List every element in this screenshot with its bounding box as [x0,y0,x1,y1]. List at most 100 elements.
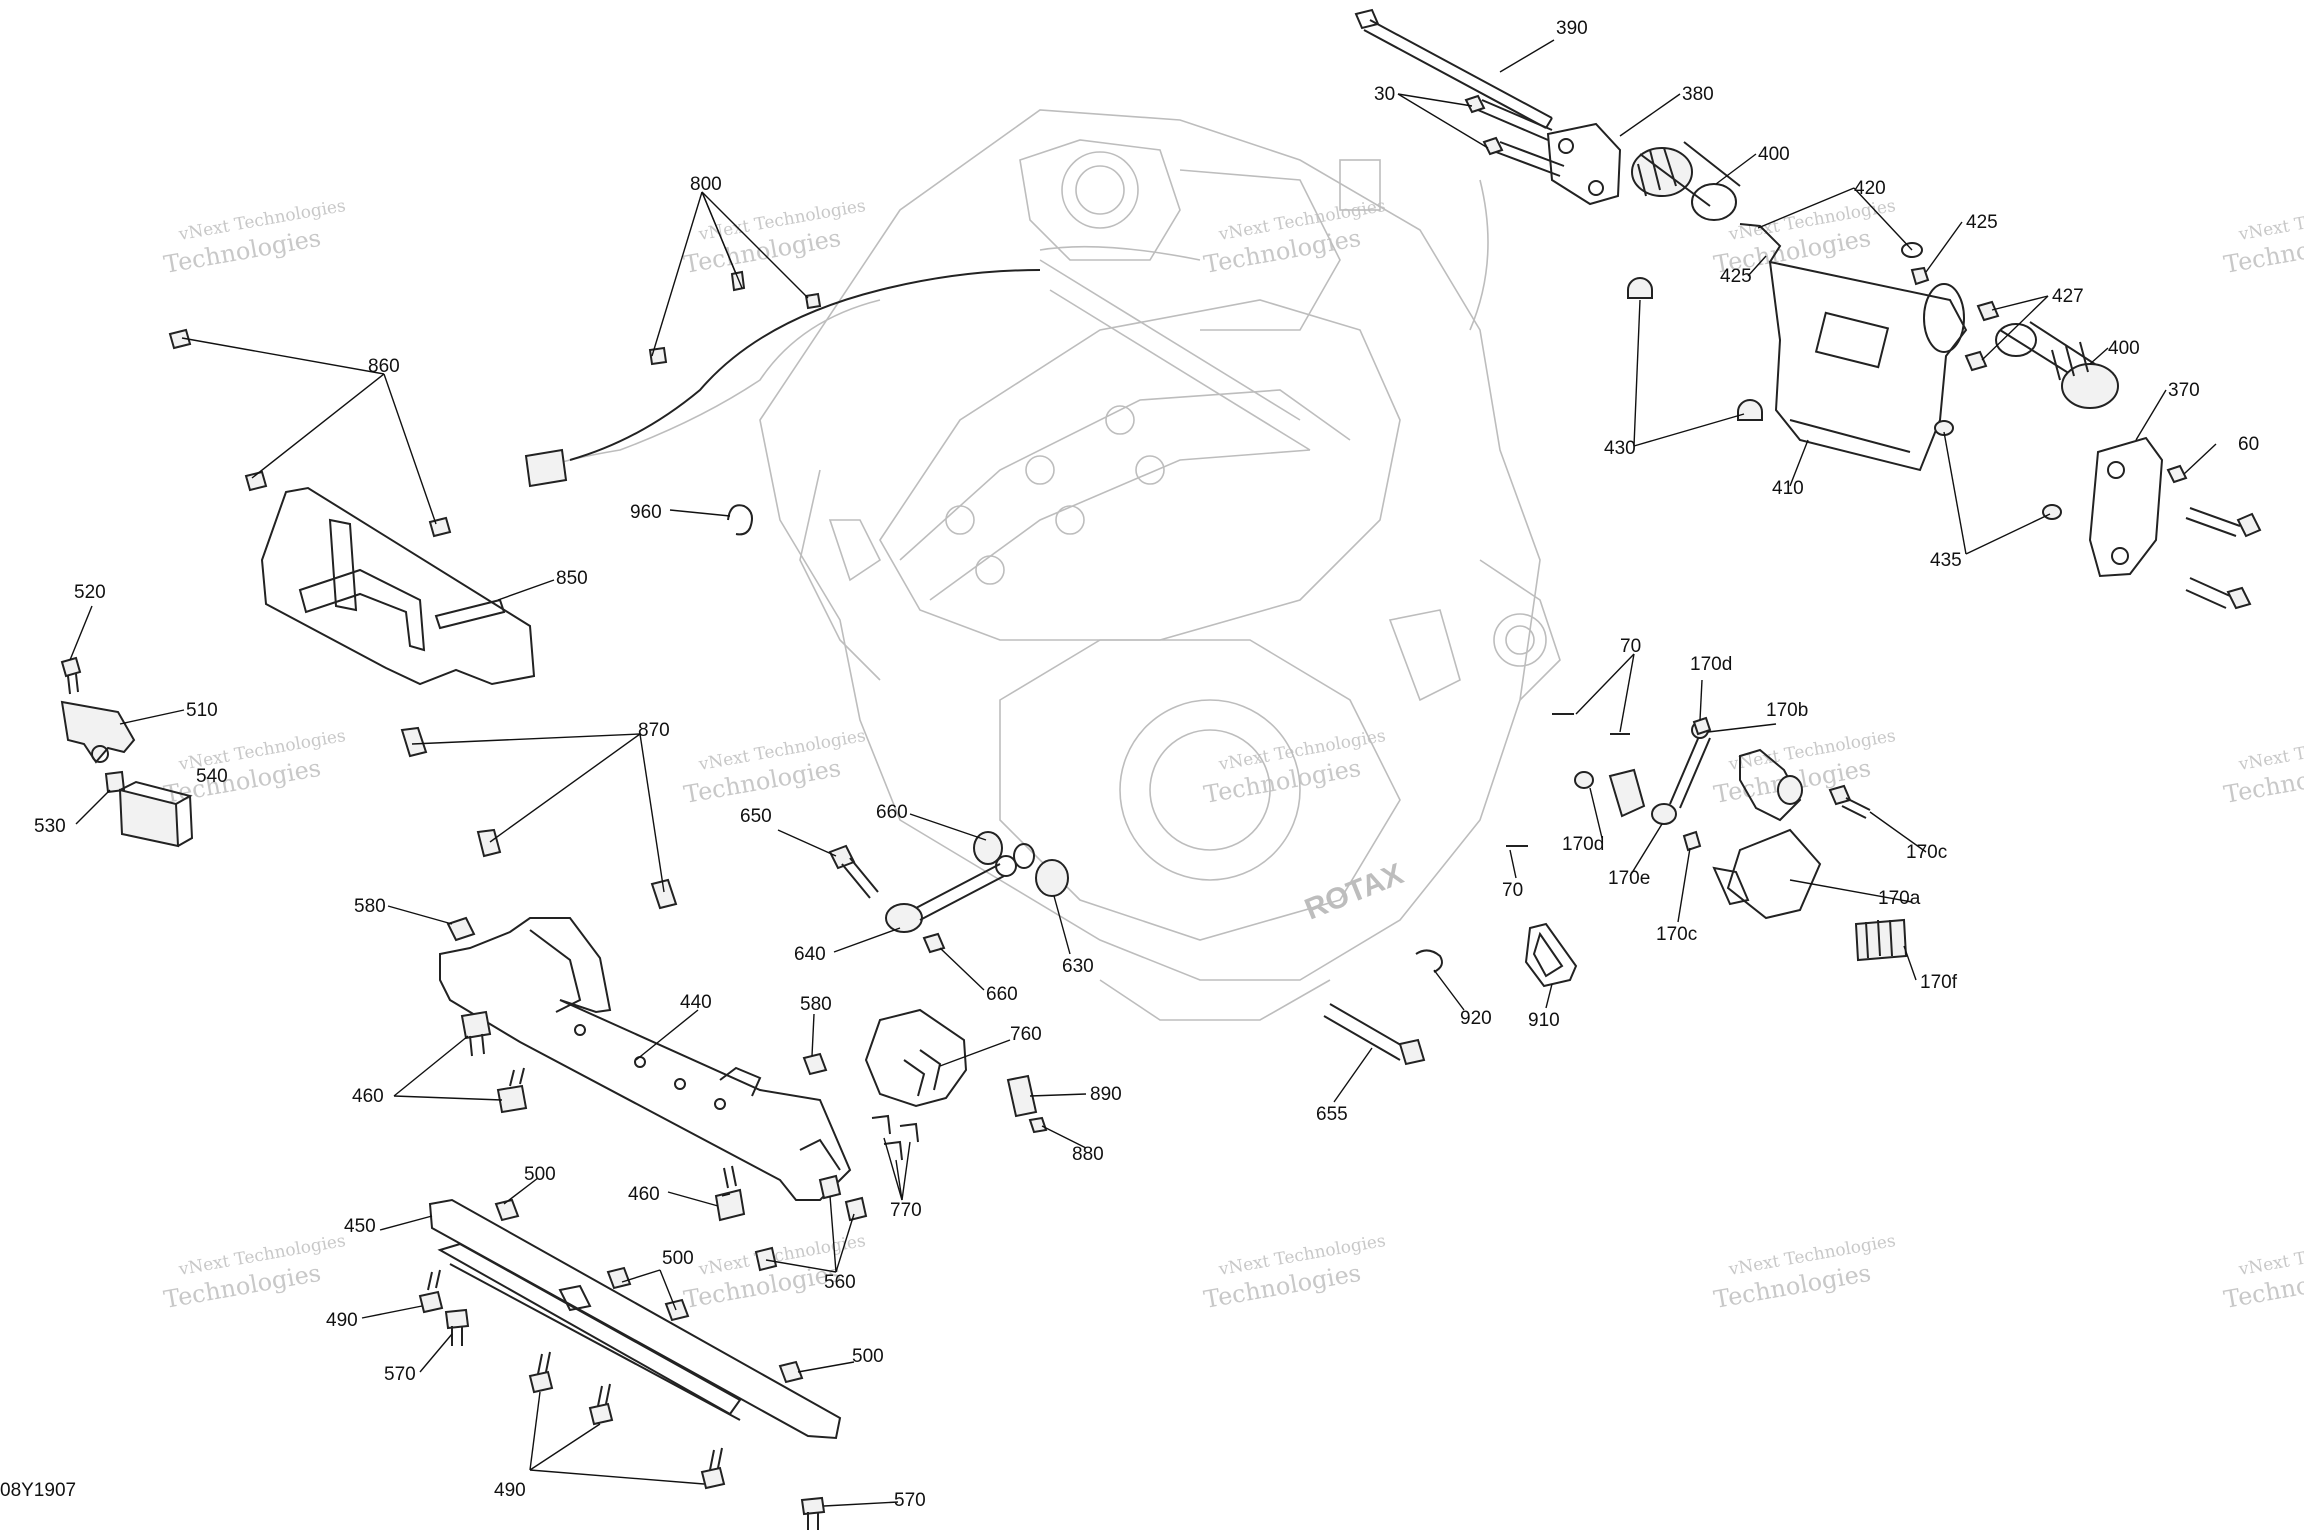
part-shift-linkage-170 [1574,716,1908,962]
part-bolt-655 [1323,1003,1426,1066]
callout-760: 760 [1010,1024,1042,1045]
callout-430: 430 [1604,438,1636,459]
part-bolts-460-left [460,1010,528,1114]
part-bolt-460-right [714,1165,746,1222]
part-crossmember-440 [439,917,852,1201]
diagram-code: 08Y1907 [0,1480,76,1501]
watermark: vNext Technologies Technologies [2222,196,2304,279]
callout-435: 435 [1930,550,1962,571]
callout-960: 960 [630,502,662,523]
callout-800: 800 [690,174,722,195]
callout-427: 427 [2052,286,2084,307]
callout-60: 60 [2238,434,2259,455]
callout-640: 640 [794,944,826,965]
callout-560: 560 [824,1272,856,1293]
watermark: vNext Technologies Technologies [162,726,347,809]
watermark: vNext Technologies Technologies [682,726,867,809]
part-nut-580-right [802,1052,828,1076]
part-bolts-560 [754,1174,868,1272]
part-cover-760 [864,1008,968,1108]
part-bushings-660 [922,831,1035,954]
part-clip-960 [727,504,753,536]
part-long-bolt-390 [1354,8,1553,129]
callout-920: 920 [1460,1008,1492,1029]
callout-570: 570 [384,1364,416,1385]
leader-lines [69,39,2217,1507]
part-washer-435 [1934,420,2062,520]
part-bolts-570 [444,1308,826,1530]
part-bracket-380 [1546,122,1622,206]
callout-390: 390 [1556,18,1588,39]
part-bracket-410 [1768,260,1968,472]
part-damper-400-lower [1995,321,2119,409]
part-bushing-630 [1035,859,1069,897]
part-clamp-910 [1524,922,1578,988]
callout-770: 770 [890,1200,922,1221]
part-damper-400-upper [1631,141,1741,221]
callout-910: 910 [1528,1010,1560,1031]
watermark: vNext Technologies Technologies [2222,726,2304,809]
callout-170d: 170d [1690,654,1732,675]
callout-850: 850 [556,568,588,589]
callout-70b: 70 [1502,880,1523,901]
part-cover-420 [1739,223,1923,263]
engine-brand-label: ROTAX [1300,857,1408,926]
callout-400: 400 [1758,144,1790,165]
callout-425: 425 [1966,212,1998,233]
part-clamp-920 [1415,949,1443,973]
part-clips-870 [400,726,678,910]
part-nut-580-left [446,916,476,942]
callout-500b: 500 [662,1248,694,1269]
part-studs-70 [1506,713,1630,847]
callout-510: 510 [186,700,218,721]
engine-assembly [539,109,1561,1021]
part-nut-60 [2166,464,2188,484]
callout-170c: 170c [1906,842,1947,863]
callout-170a: 170a [1878,888,1921,909]
part-nut-427 [1964,300,2000,372]
part-bracket-370 [2088,436,2164,578]
watermark: vNext Technologies Technologies [682,196,867,279]
watermark: vNext Technologies Technologies [162,1231,347,1314]
callout-880: 880 [1072,1144,1104,1165]
part-rail-450 [428,1198,842,1440]
part-sensor-510 [60,700,136,764]
callout-630: 630 [1062,956,1094,977]
callout-450: 450 [344,1216,376,1237]
callout-580: 580 [354,896,386,917]
part-nut-880 [1028,1116,1048,1134]
callout-650: 650 [740,806,772,827]
watermark: vNext Technologies Technologies [2222,1231,2304,1314]
part-bolts-right [2185,507,2262,610]
part-bolt-650 [828,844,879,899]
callout-460: 460 [352,1086,384,1107]
part-module-540 [118,780,194,848]
callout-530: 530 [34,816,66,837]
callout-490b: 490 [494,1480,526,1501]
part-bracket-890 [1006,1074,1038,1118]
callout-570b: 570 [894,1490,926,1511]
callout-400b: 400 [2108,338,2140,359]
part-bolts-30 [1464,94,1565,177]
watermark: vNext Technologies Technologies [1202,726,1387,809]
callout-170e: 170e [1608,868,1650,889]
callout-500c: 500 [852,1346,884,1367]
watermark: vNext Technologies Technologies [1712,1231,1897,1314]
callout-580b: 580 [800,994,832,1015]
part-stopper-430 [1627,277,1763,421]
callout-520: 520 [74,582,106,603]
callout-490: 490 [326,1310,358,1331]
callout-labels: 390 30 380 400 420 425 425 427 400 370 6… [34,18,2259,1511]
callout-870: 870 [638,720,670,741]
callout-70: 70 [1620,636,1641,657]
callout-170f: 170f [1920,972,1958,993]
part-bolt-520 [60,656,82,695]
callout-420: 420 [1854,178,1886,199]
watermark: vNext Technologies Technologies [1202,1231,1387,1314]
callout-860: 860 [368,356,400,377]
watermark: vNext Technologies Technologies [162,196,347,279]
part-nuts-500 [494,1198,804,1384]
part-link-640 [885,855,1017,933]
part-heat-shield-850 [260,486,536,686]
